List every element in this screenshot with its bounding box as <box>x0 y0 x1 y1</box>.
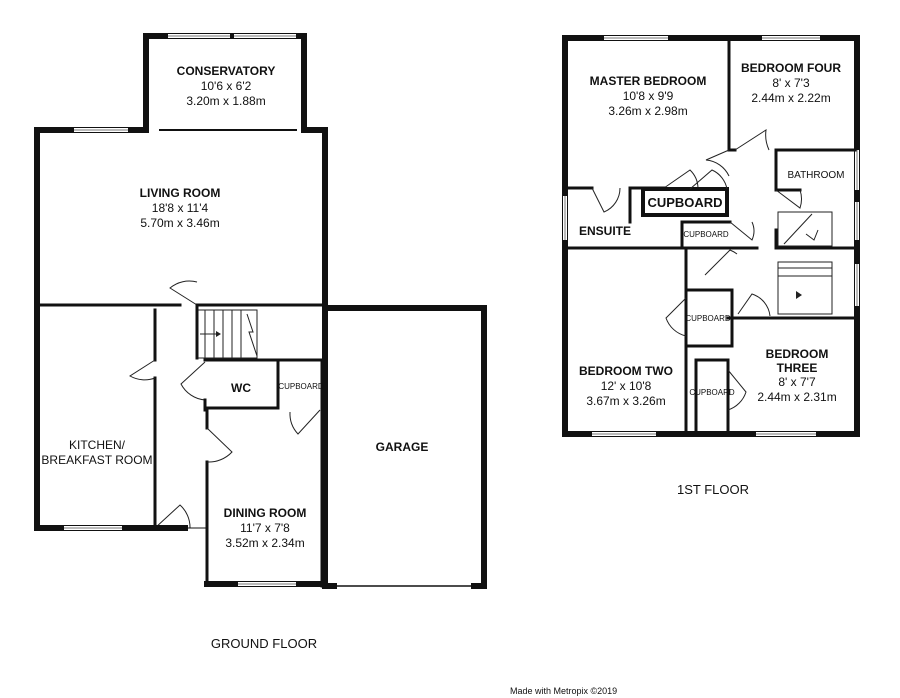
dining-room-name: DINING ROOM <box>224 506 307 520</box>
first-cupboard-large-name: CUPBOARD <box>647 195 722 210</box>
master-bedroom-imperial: 10'8 x 9'9 <box>623 89 674 103</box>
conservatory-name: CONSERVATORY <box>177 64 276 78</box>
ground-cupboard-name: CUPBOARD <box>278 382 324 391</box>
bedroom-two-metric: 3.67m x 3.26m <box>586 394 665 408</box>
first-floor-label: 1ST FLOOR <box>677 482 749 497</box>
bedroom-two-imperial: 12' x 10'8 <box>601 379 652 393</box>
kitchen-walls <box>64 308 191 530</box>
conservatory-metric: 3.20m x 1.88m <box>186 94 265 108</box>
dining-room-metric: 3.52m x 2.34m <box>225 536 304 550</box>
bedroom-two-name: BEDROOM TWO <box>579 364 673 378</box>
ensuite-name: ENSUITE <box>579 224 631 238</box>
ground-floor-plan: CONSERVATORY 10'6 x 6'2 3.20m x 1.88m LI… <box>34 33 487 651</box>
bedroom-three-metric: 2.44m x 2.31m <box>757 390 836 404</box>
wc-name: WC <box>231 381 251 395</box>
bathroom-name: BATHROOM <box>787 170 844 181</box>
first-floor-plan: MASTER BEDROOM 10'8 x 9'9 3.26m x 2.98m … <box>562 35 860 497</box>
first-floor-internal-walls <box>565 38 857 434</box>
ground-floor-label: GROUND FLOOR <box>211 636 317 651</box>
bedroom-three-cupboard-name: CUPBOARD <box>689 388 735 397</box>
living-room-metric: 5.70m x 3.46m <box>140 216 219 230</box>
living-room-imperial: 18'8 x 11'4 <box>152 201 209 215</box>
kitchen-name-line1: KITCHEN/ <box>69 438 126 452</box>
ground-stairs <box>169 280 258 360</box>
first-floor-outer-walls <box>562 35 860 437</box>
bedroom-three-imperial: 8' x 7'7 <box>778 375 816 389</box>
garage-walls <box>320 302 487 589</box>
conservatory-imperial: 10'6 x 6'2 <box>201 79 252 93</box>
bedroom-four-imperial: 8' x 7'3 <box>772 76 810 90</box>
bedroom-two-cupboard-name: CUPBOARD <box>685 314 731 323</box>
master-bedroom-name: MASTER BEDROOM <box>590 74 707 88</box>
bedroom-three-name-line2: THREE <box>777 361 818 375</box>
dining-room-walls <box>153 408 328 587</box>
bedroom-three-name-line1: BEDROOM <box>766 347 829 361</box>
landing-cupboard-name: CUPBOARD <box>683 230 729 239</box>
wc-walls <box>180 358 327 435</box>
kitchen-name-line2: BREAKFAST ROOM <box>41 453 152 467</box>
garage-name: GARAGE <box>376 440 429 454</box>
living-room-name: LIVING ROOM <box>140 186 221 200</box>
metropix-credit: Made with Metropix ©2019 <box>510 686 617 696</box>
master-bedroom-metric: 3.26m x 2.98m <box>608 104 687 118</box>
conservatory-walls <box>143 33 307 133</box>
dining-room-imperial: 11'7 x 7'8 <box>240 521 290 535</box>
bedroom-four-metric: 2.44m x 2.22m <box>751 91 830 105</box>
bedroom-four-name: BEDROOM FOUR <box>741 61 841 75</box>
